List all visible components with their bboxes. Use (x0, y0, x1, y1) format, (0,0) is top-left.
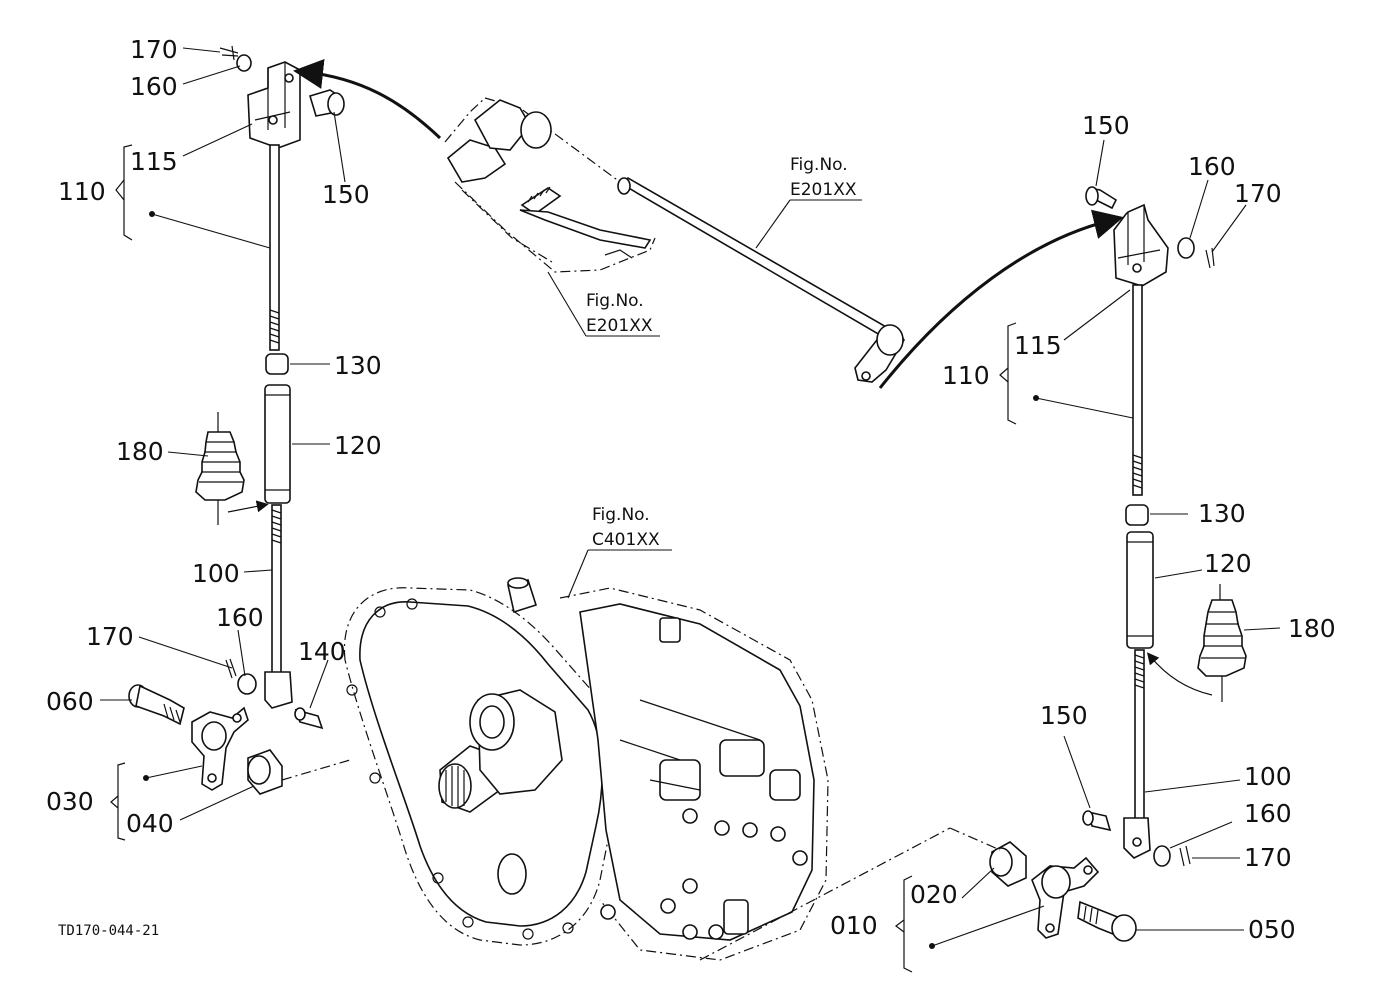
left-label-100: 100 (192, 559, 240, 588)
left-label-170-bottom: 170 (86, 622, 134, 651)
ref-e201xx-shaft-l1: Fig.No. (790, 155, 848, 175)
right-lever-010 (1031, 856, 1100, 939)
left-washer-160-bottom (237, 673, 257, 695)
right-rod-assembly (949, 186, 1247, 942)
left-label-060: 060 (46, 687, 94, 716)
left-flow-arrow (293, 59, 442, 140)
left-clevis-115 (247, 61, 301, 149)
right-label-130: 130 (1198, 499, 1246, 528)
transmission-housing (343, 577, 829, 961)
right-flow-arrow (878, 209, 1124, 389)
right-label-150-bottom: 150 (1040, 701, 1088, 730)
ref-e201xx-shaft-l2: E201XX (790, 180, 857, 200)
right-label-170-bottom: 170 (1244, 843, 1292, 872)
left-label-170-top: 170 (130, 35, 178, 64)
left-rod-110 (269, 144, 280, 351)
left-lever-030 (191, 706, 249, 791)
right-pin-150-bottom (1082, 810, 1112, 832)
left-washer-160-top (236, 54, 252, 72)
right-label-010: 010 (830, 911, 878, 940)
right-bolt-050 (1077, 900, 1137, 942)
left-bushing-040 (247, 749, 283, 795)
ref-e201xx-pedal-l1: Fig.No. (586, 291, 644, 311)
right-boot-180 (1146, 584, 1247, 702)
pedal-shaft-assembly (444, 97, 905, 383)
left-label-120: 120 (334, 431, 382, 460)
left-label-150: 150 (322, 180, 370, 209)
left-label-115: 115 (130, 147, 178, 176)
ref-c401xx-l1: Fig.No. (592, 505, 650, 525)
left-label-030: 030 (46, 787, 94, 816)
ref-e201xx-pedal-l2: E201XX (586, 316, 653, 336)
left-sleeve-120 (264, 384, 291, 504)
right-label-160-bottom: 160 (1244, 799, 1292, 828)
left-label-160-top: 160 (130, 72, 178, 101)
right-nut-130 (1125, 504, 1149, 526)
left-cotter-170-top (219, 45, 239, 61)
left-label-140: 140 (298, 637, 346, 666)
right-label-110: 110 (942, 361, 990, 390)
right-label-100: 100 (1244, 762, 1292, 791)
right-washer-160-top (1177, 237, 1195, 259)
left-label-180: 180 (116, 437, 164, 466)
left-nut-130 (265, 353, 289, 375)
left-cotter-170-bottom (225, 658, 237, 679)
left-label-130: 130 (334, 351, 382, 380)
left-pin-150 (309, 89, 345, 117)
right-label-120: 120 (1204, 549, 1252, 578)
left-bolt-060 (128, 684, 185, 726)
right-label-160-top: 160 (1188, 152, 1236, 181)
right-pin-150-top (1085, 186, 1118, 210)
right-cotter-170-bottom (1179, 845, 1191, 867)
left-label-040: 040 (126, 809, 174, 838)
right-bushing-020 (989, 841, 1027, 887)
left-boot-180 (195, 412, 269, 525)
ref-c401xx-l2: C401XX (592, 530, 660, 550)
left-label-110: 110 (58, 177, 106, 206)
right-rod-110 (1132, 284, 1143, 496)
left-label-160-bottom: 160 (216, 603, 264, 632)
drawing-code: TD170-044-21 (58, 923, 159, 939)
right-clevis-115 (1113, 203, 1169, 287)
right-label-020: 020 (910, 880, 958, 909)
left-pin-140 (294, 707, 324, 730)
right-label-150-top: 150 (1082, 111, 1130, 140)
right-washer-160-bottom (1153, 845, 1171, 867)
right-label-170-top: 170 (1234, 179, 1282, 208)
left-rod-assembly (128, 45, 351, 795)
right-label-115: 115 (1014, 331, 1062, 360)
right-sleeve-120 (1126, 531, 1154, 649)
right-label-180: 180 (1288, 614, 1336, 643)
right-label-050: 050 (1248, 915, 1296, 944)
